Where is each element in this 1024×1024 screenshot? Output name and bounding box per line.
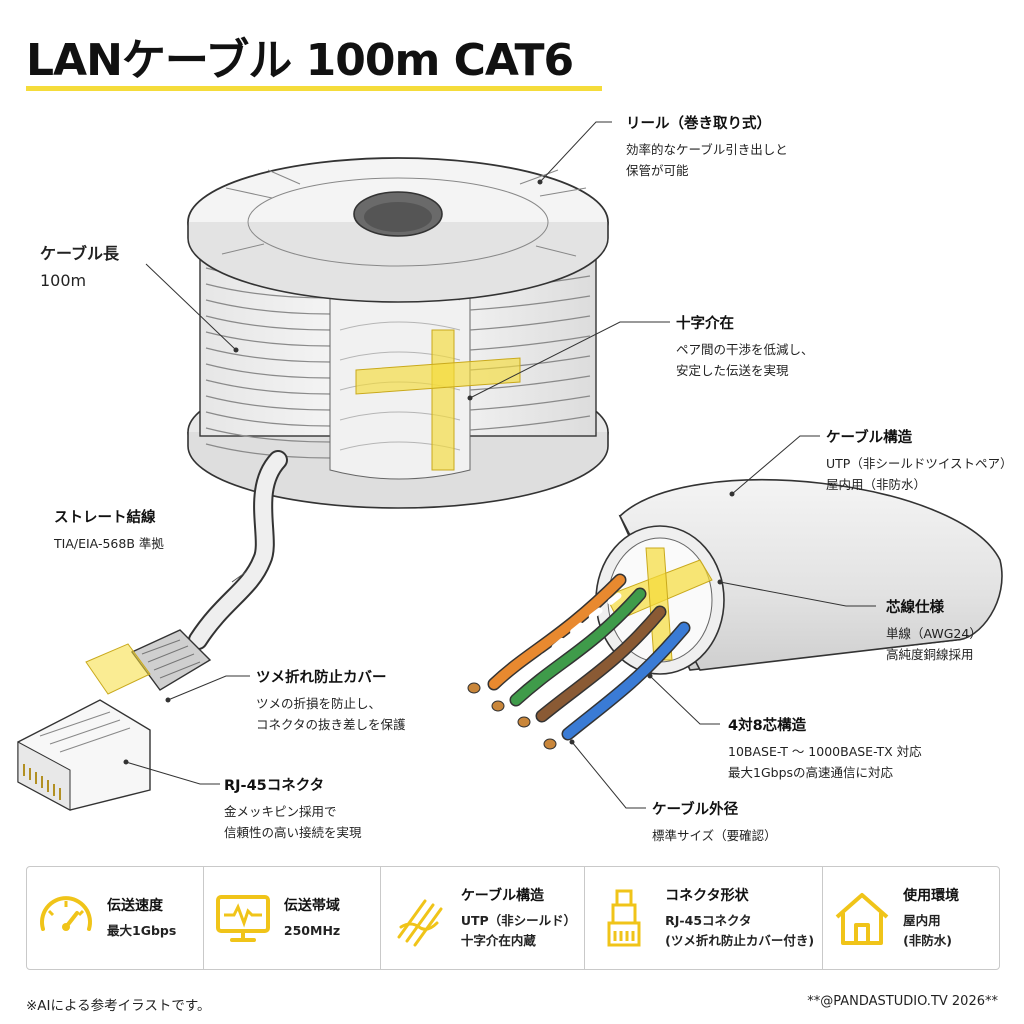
spec-bandwidth: 伝送帯域 250MHz <box>204 867 381 969</box>
twisted-pairs <box>487 573 691 741</box>
title-underline <box>26 86 602 91</box>
label-cross-filler: 十字介在 ペア間の干渉を低減し、 安定した伝送を実現 <box>676 316 814 378</box>
cable-structure-icon <box>397 899 443 947</box>
label-diameter: ケーブル外径 標準サイズ（要確認） <box>652 802 777 843</box>
spec-environment: 使用環境 屋内用 (非防水) <box>823 867 999 969</box>
patch-cable <box>188 450 288 650</box>
spec-structure: ケーブル構造 UTP（非シールド） 十字介在内蔵 <box>381 867 586 969</box>
speedometer-icon <box>40 896 92 931</box>
spec-connector: コネクタ形状 RJ-45コネクタ (ツメ折れ防止カバー付き) <box>585 867 824 969</box>
label-rj45: RJ-45コネクタ 金メッキピン採用で 信頼性の高い接続を実現 <box>224 778 362 840</box>
rj45-connector <box>17 629 212 811</box>
footer-credit: **@PANDASTUDIO.TV 2026** <box>807 994 998 1009</box>
page-title: LANケーブル 100m CAT6 <box>26 35 574 86</box>
label-conductor: 芯線仕様 単線（AWG24） 高純度銅線採用 <box>886 600 982 662</box>
cable-illustration <box>17 121 1003 811</box>
label-pairs: 4対8芯構造 10BASE-T 〜 1000BASE-TX 対応 最大1Gbps… <box>728 718 922 780</box>
spec-summary-bar: 伝送速度 最大1Gbps 伝送帯域 250MHz ケーブル構造 UTP（非シール… <box>26 866 1000 970</box>
monitor-waveform-icon <box>215 895 270 942</box>
cable-reel <box>187 157 609 509</box>
footer-disclaimer: ※AIによる参考イラストです。 <box>26 998 211 1014</box>
label-cable-structure: ケーブル構造 UTP（非シールドツイストペア） 屋内用（非防水） <box>826 430 1013 492</box>
label-boot-cover: ツメ折れ防止カバー ツメの折損を防止し、 コネクタの抜き差しを保護 <box>256 670 406 732</box>
label-cable-length: ケーブル長 100m <box>40 244 120 290</box>
connector-icon <box>607 889 641 947</box>
label-straight-wiring: ストレート結線 TIA/EIA-568B 準拠 <box>54 510 164 551</box>
spec-speed: 伝送速度 最大1Gbps <box>27 867 204 969</box>
label-reel: リール（巻き取り式） 効率的なケーブル引き出しと 保管が可能 <box>626 116 788 178</box>
cable-cross-section <box>467 479 1003 750</box>
cross-filler-highlight <box>355 329 521 471</box>
house-icon <box>835 893 889 945</box>
leader-lines <box>125 121 876 809</box>
